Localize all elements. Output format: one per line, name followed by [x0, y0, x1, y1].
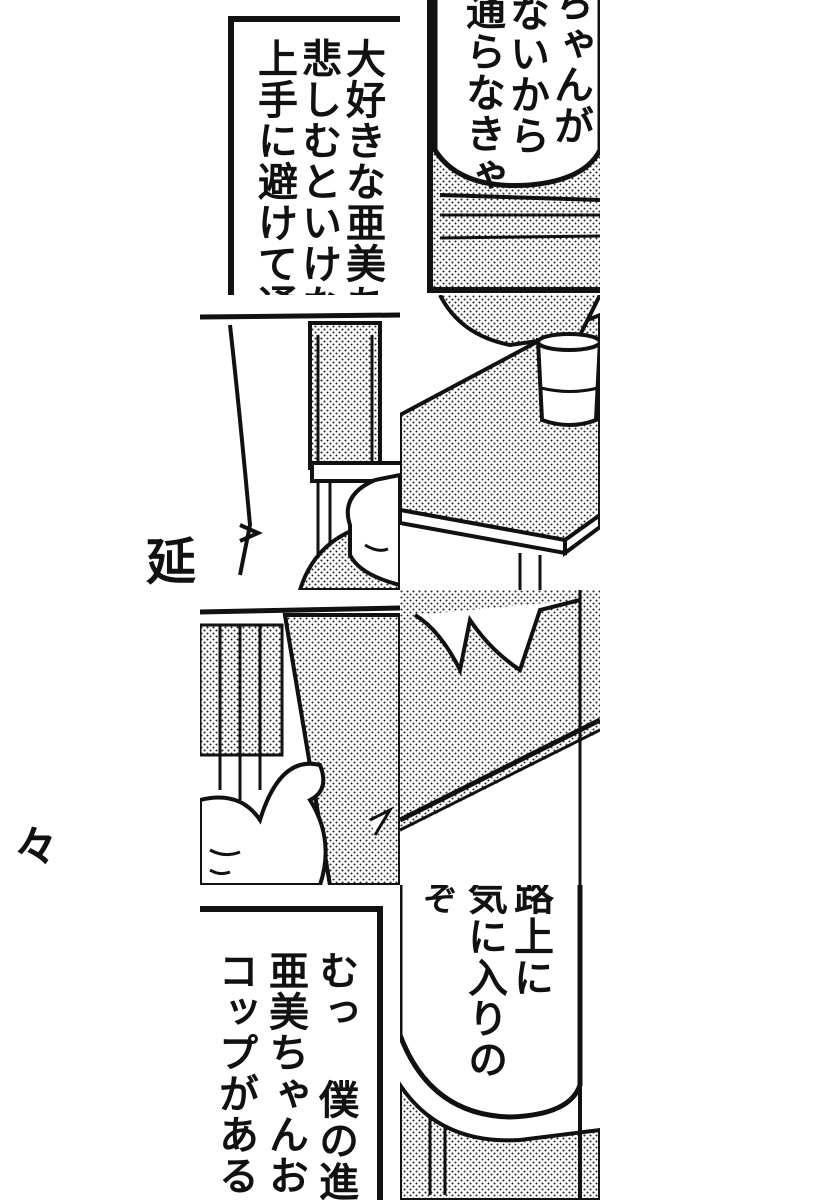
box-bottom-left-line-3: コップがある — [212, 950, 258, 1196]
panel-lower-right — [400, 590, 600, 885]
box-top-left-line-3: 上手に避けて通 — [251, 38, 297, 295]
bubble-bottom-right-line-2: 気に入りの — [461, 885, 507, 1080]
glass-icon — [535, 332, 600, 427]
panel-top-right: ちゃんが ないから 通らなきゃ — [400, 0, 600, 295]
panel-top-left-frame — [228, 16, 400, 295]
bubble-bottom-right-line-1: 路上に — [507, 885, 553, 998]
panel-bottom-right-art — [400, 885, 600, 1200]
margin-char-upper: 延 — [146, 533, 196, 591]
panel-mid-right-art — [400, 295, 600, 590]
box-bottom-left-line-2: 亜美ちゃんお — [262, 950, 308, 1196]
panel-lower-left — [200, 590, 400, 885]
panel-bottom-left-frame — [200, 906, 383, 1200]
bubble-top-right-line-2: ないから — [503, 0, 549, 156]
box-bottom-left-line-1: むっ 僕の進路 — [312, 950, 358, 1200]
panel-bottom-right: 路上に 気に入りの ぞ — [400, 885, 600, 1200]
box-top-left-line-1: 大好きな亜美ち — [339, 38, 385, 295]
margin-char-lower: 々 — [14, 822, 58, 873]
cat-icon — [297, 472, 400, 590]
bubble-top-right-line-1: ちゃんが — [547, 0, 593, 146]
panel-mid-left-art — [200, 295, 400, 590]
panel-top-left: 大好きな亜美ち 悲しむといけな 上手に避けて通 — [200, 0, 400, 295]
cat-icon — [200, 761, 328, 885]
bubble-bottom-right-line-3: ぞ — [417, 885, 457, 916]
panel-top-right-art — [400, 0, 600, 295]
bubble-top-right-line-3: 通らなきゃ — [459, 0, 505, 195]
panel-mid-right — [400, 295, 600, 590]
panel-bottom-left: むっ 僕の進路 亜美ちゃんお コップがある — [200, 885, 400, 1200]
box-top-left-line-2: 悲しむといけな — [295, 38, 341, 295]
panel-lower-left-art — [200, 590, 400, 885]
panel-mid-left — [200, 295, 400, 590]
panel-lower-right-art — [400, 590, 600, 885]
